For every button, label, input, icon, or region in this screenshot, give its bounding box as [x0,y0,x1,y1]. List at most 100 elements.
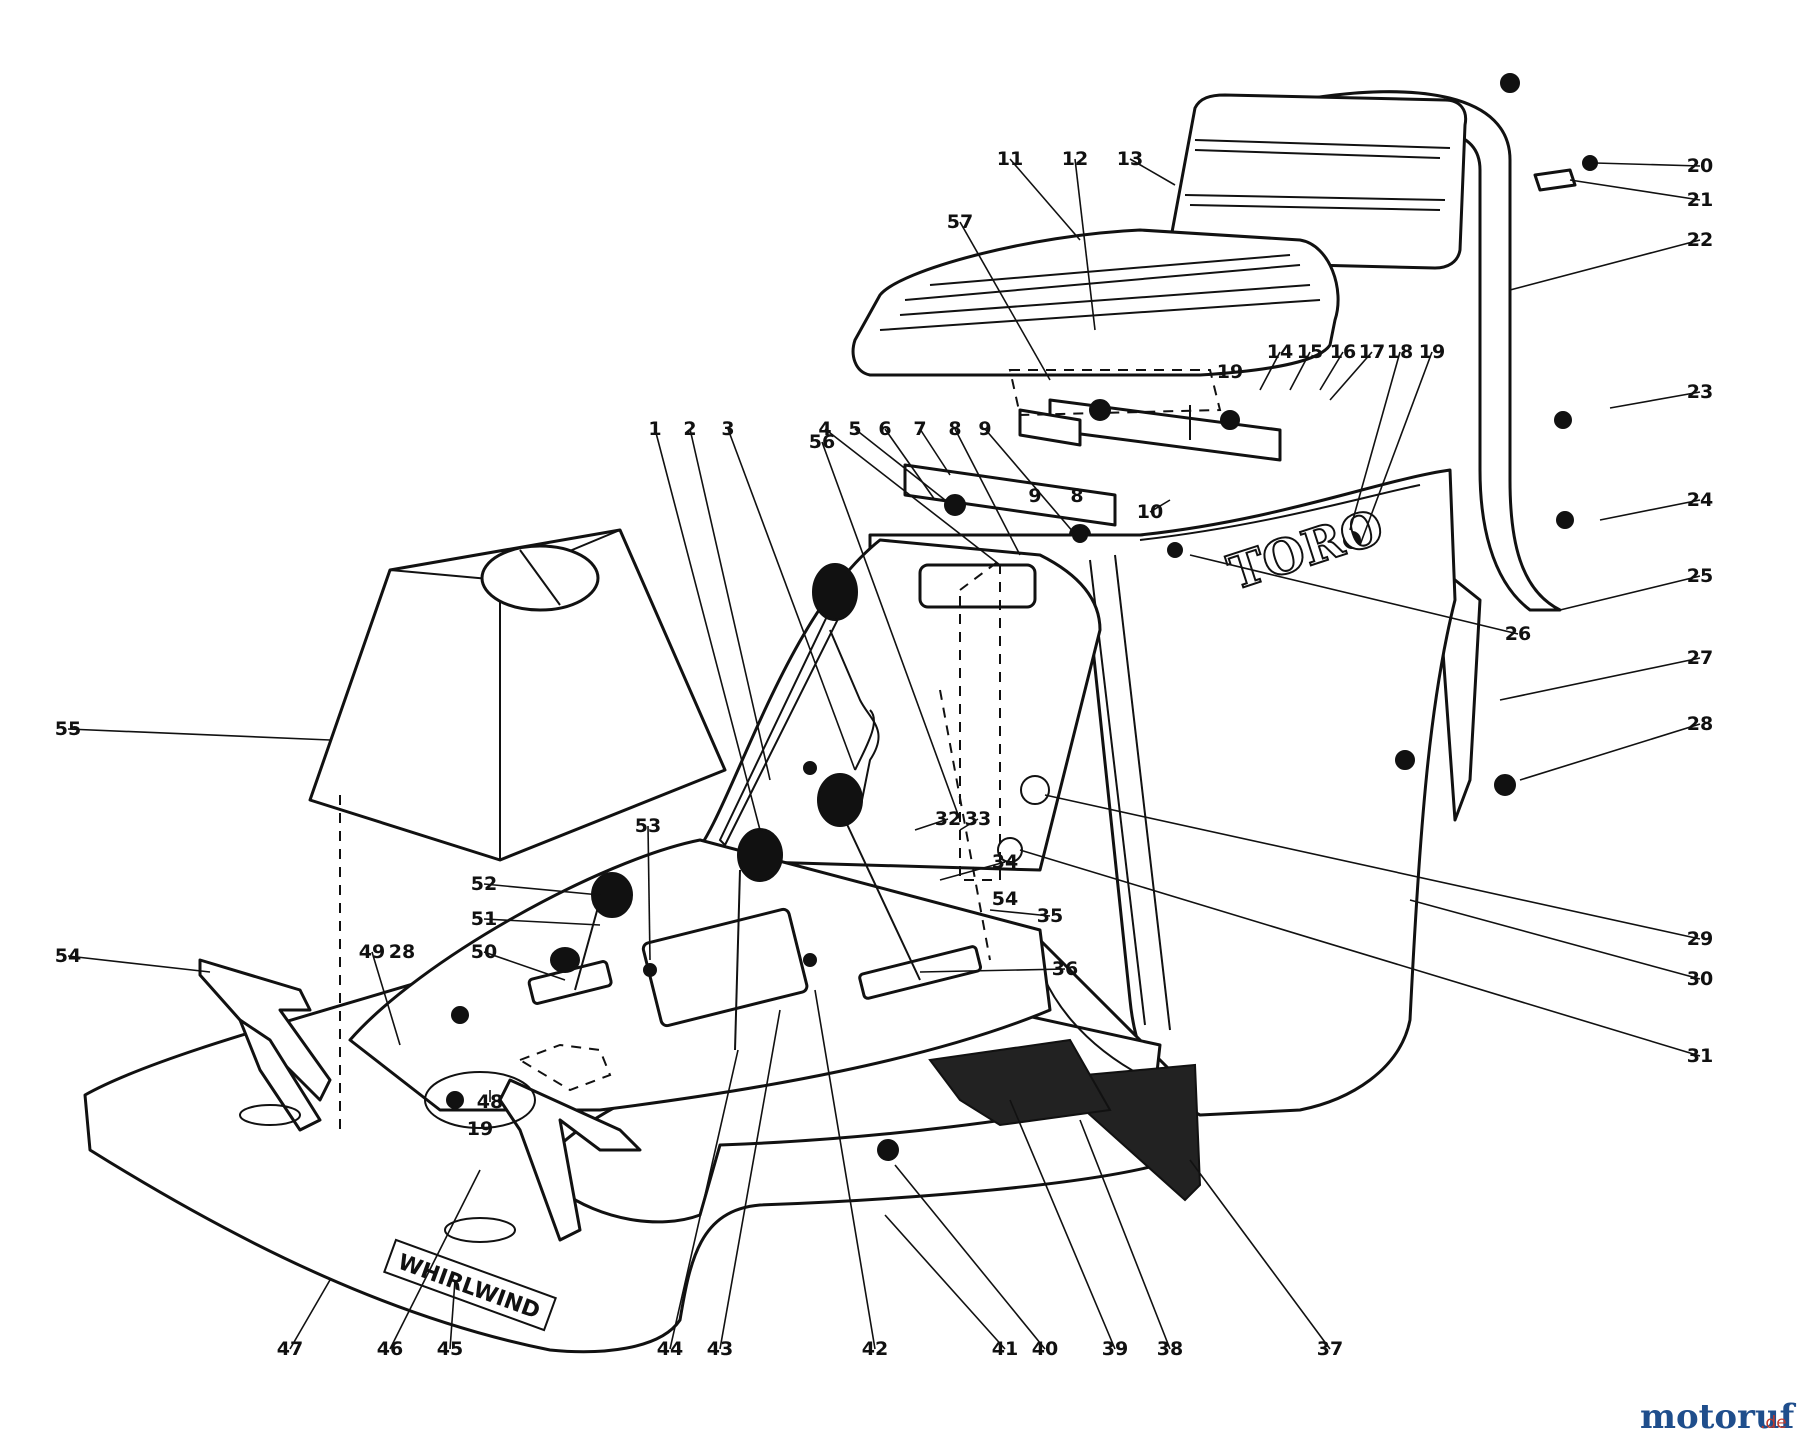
leader-line-54 [67,955,211,973]
callout-47: 47 [277,1338,303,1360]
leader-line-53 [647,825,651,961]
callout-22: 22 [1687,229,1713,251]
leader-line-17 [1329,351,1373,401]
leader-line-18 [1349,351,1401,531]
leader-line-4 [824,428,1001,566]
leader-line-33 [959,818,979,831]
callout-8: 8 [948,418,961,440]
leader-line-35 [989,909,1051,917]
leader-line-49 [371,951,401,1046]
callout-4: 4 [818,418,831,440]
leader-line-8 [954,428,1021,556]
callout-38: 38 [1157,1338,1183,1360]
callout-extra-28b: 28 [389,941,415,963]
leader-line-57 [959,221,1051,381]
leader-line-43 [719,1009,781,1350]
leader-line-14 [1259,351,1281,391]
leader-line-21 [1569,179,1701,201]
leader-line-34 [939,861,1006,881]
callout-48: 48 [477,1091,503,1113]
leader-line-42 [814,989,876,1350]
callout-25: 25 [1687,565,1713,587]
leader-line-38 [1079,1119,1171,1350]
leader-line-37 [1189,1159,1331,1350]
callout-15: 15 [1297,341,1323,363]
callout-50: 50 [471,941,497,963]
callout-54: 54 [55,945,81,967]
leader-line-11 [1009,158,1081,241]
callout-29: 29 [1687,928,1713,950]
callout-extra-54b: 54 [992,888,1018,910]
leader-line-39 [1009,1099,1116,1350]
leader-line-32 [914,818,949,831]
callout-37: 37 [1317,1338,1343,1360]
leader-line-16 [1319,351,1344,391]
watermark-suffix: .de [1760,1413,1787,1433]
leader-line-10 [1149,499,1171,513]
leader-line-30 [1409,899,1701,980]
watermark: motoruf .de [1640,1397,1797,1437]
leader-line-6 [884,428,936,501]
pedal-left [198,958,332,1132]
callout-2: 2 [683,418,696,440]
watermark-main: motoruf [1640,1397,1797,1437]
leader-line-27 [1499,657,1701,701]
callout-35: 35 [1037,905,1063,927]
leader-line-41 [884,1214,1006,1350]
leader-line-46 [389,1169,481,1350]
callout-12: 12 [1062,148,1088,170]
callout-17: 17 [1359,341,1385,363]
leader-line-3 [727,428,856,771]
callout-52: 52 [471,873,497,895]
levers [550,563,921,1051]
callout-20: 20 [1687,155,1713,177]
leader-line-19 [1359,351,1433,546]
hardware [339,73,1598,1161]
callout-28: 28 [1687,713,1713,735]
callout-41: 41 [992,1338,1018,1360]
callout-1: 1 [648,418,661,440]
callout-7: 7 [913,418,926,440]
leader-lines [67,158,1701,1350]
pedal-right [424,1071,642,1243]
leader-line-12 [1074,158,1096,331]
callout-16: 16 [1330,341,1356,363]
callout-44: 44 [657,1338,683,1360]
leader-line-51 [483,918,601,926]
callout-34: 34 [992,851,1018,873]
seat-cushion [851,228,1340,377]
leader-line-9 [984,428,1081,541]
leader-line-40 [894,1164,1046,1350]
control-console [348,838,1052,1112]
callout-46: 46 [377,1338,403,1360]
callout-30: 30 [1687,968,1713,990]
leader-line-50 [483,951,566,981]
callout-extra-9b: 9 [1028,485,1041,507]
callout-43: 43 [707,1338,733,1360]
leader-line-13 [1129,158,1176,186]
callout-40: 40 [1032,1338,1058,1360]
callout-49: 49 [359,941,385,963]
leader-line-22 [1509,239,1701,291]
callout-33: 33 [965,808,991,830]
leader-line-2 [689,428,771,781]
callout-extra-8b: 8 [1070,485,1083,507]
callout-45: 45 [437,1338,463,1360]
leader-line-26 [1189,554,1519,635]
leader-line-7 [919,428,951,476]
callout-extra-19b: 19 [1217,361,1243,383]
callout-27: 27 [1687,647,1713,669]
callout-5: 5 [848,418,861,440]
leader-line-56 [821,441,961,821]
callout-23: 23 [1687,381,1713,403]
callout-42: 42 [862,1338,888,1360]
callout-55: 55 [55,718,81,740]
callout-36: 36 [1052,958,1078,980]
leader-line-31 [1019,849,1701,1057]
leader-line-52 [483,883,601,896]
callout-3: 3 [721,418,734,440]
callout-18: 18 [1387,341,1413,363]
leader-line-36 [919,968,1066,973]
